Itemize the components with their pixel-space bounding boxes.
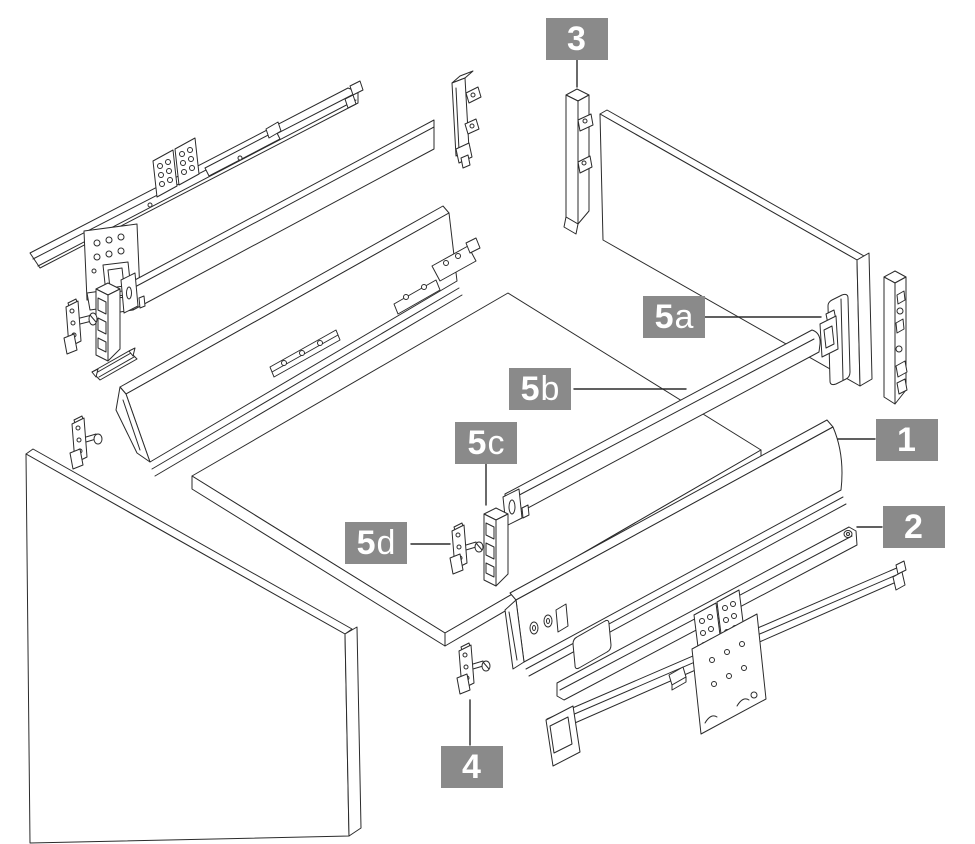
front-bracket-screw-bottom-left: [69, 415, 103, 470]
part-label-5b-letter: b: [540, 370, 560, 408]
locking-clip-plates: [152, 137, 200, 198]
back-panel-board: [599, 109, 873, 387]
part-label-1-number: 1: [897, 421, 916, 459]
part-label-4: 4: [441, 746, 503, 788]
part-label-3-number: 3: [567, 20, 586, 58]
part-label-5b-number: 5: [520, 370, 540, 408]
spacer-block-5c: [483, 507, 509, 587]
part-label-5d-letter: d: [376, 524, 396, 562]
cabinet-runner-right: [545, 526, 907, 767]
part-label-3: 3: [546, 18, 608, 60]
part-label-2-number: 2: [904, 508, 923, 546]
front-bracket-screw-4: [456, 642, 491, 695]
part-label-4-number: 4: [462, 748, 481, 786]
leader-lines: [410, 59, 883, 746]
drawer-profile-bar-left: [120, 119, 435, 314]
part-label-5a-letter: a: [674, 298, 694, 336]
part-label-1: 1: [876, 419, 938, 461]
part-label-5d-number: 5: [356, 524, 376, 562]
part-label-5c-letter: c: [487, 424, 505, 462]
back-bracket-3: [563, 88, 594, 235]
spacer-block-left: [95, 282, 121, 362]
flat-bracket-left: [91, 347, 138, 381]
front-panel-board: [25, 448, 362, 844]
back-bracket-right: [883, 270, 908, 405]
part-label-5a-number: 5: [654, 298, 674, 336]
rear-fixing-bracket-left: [451, 70, 482, 169]
part-label-5c-number: 5: [467, 424, 487, 462]
cabinet-runner-left: [29, 80, 364, 313]
bracket-screw-5d: [449, 522, 484, 575]
front-bracket-screw-left: [63, 298, 98, 355]
drawer-side-panel-right: [504, 419, 847, 677]
gallery-bracket-5a: [819, 293, 851, 386]
part-label-2: 2: [883, 506, 945, 548]
drawer-side-panel-left: [115, 205, 481, 477]
